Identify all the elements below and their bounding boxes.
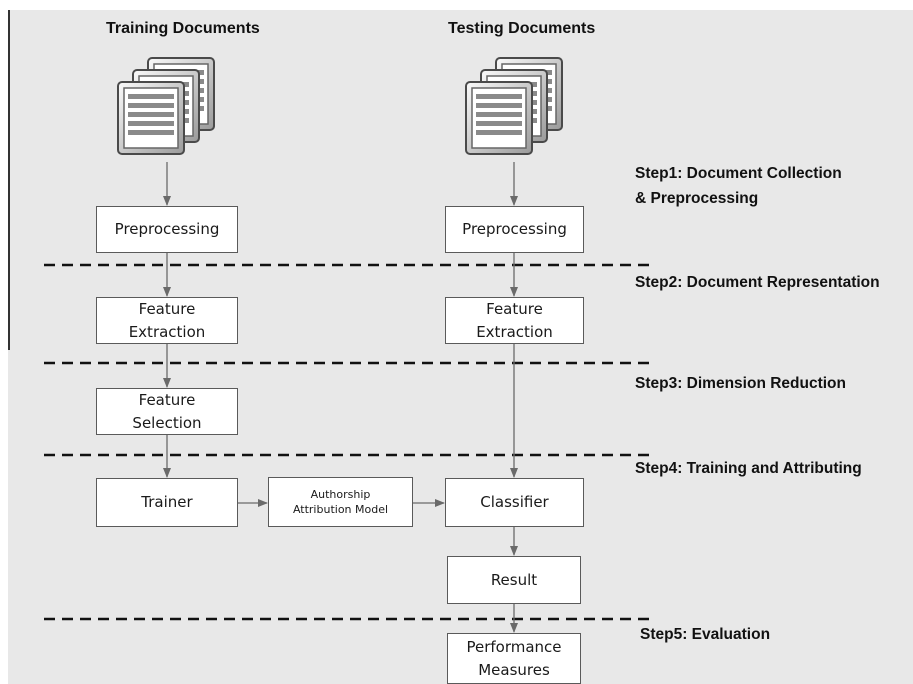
- training-docs-icon: [117, 57, 215, 155]
- train-preprocessing-box: Preprocessing: [96, 206, 238, 253]
- result-box: Result: [447, 556, 581, 604]
- left-vertical-rule: [8, 10, 10, 350]
- train-feature-extraction-box: Feature Extraction: [96, 297, 238, 344]
- step2-label: Step2: Document Representation: [635, 274, 880, 291]
- top-margin: [0, 0, 913, 10]
- step1-label: Step1: Document Collection & Preprocessi…: [635, 165, 842, 207]
- left-margin: [0, 0, 8, 684]
- feature-selection-box: Feature Selection: [96, 388, 238, 435]
- performance-measures-box: Performance Measures: [447, 633, 581, 684]
- testing-docs-icon: [465, 57, 563, 155]
- step5-label: Step5: Evaluation: [640, 626, 771, 643]
- trainer-box: Trainer: [96, 478, 238, 527]
- step3-label: Step3: Dimension Reduction: [635, 375, 846, 392]
- classifier-box: Classifier: [445, 478, 584, 527]
- step4-label: Step4: Training and Attributing: [635, 460, 862, 477]
- test-feature-extraction-box: Feature Extraction: [445, 297, 584, 344]
- testing-documents-header: Testing Documents: [448, 20, 596, 37]
- authorship-attribution-model-box: Authorship Attribution Model: [268, 477, 413, 527]
- training-documents-header: Training Documents: [106, 20, 260, 37]
- test-preprocessing-box: Preprocessing: [445, 206, 584, 253]
